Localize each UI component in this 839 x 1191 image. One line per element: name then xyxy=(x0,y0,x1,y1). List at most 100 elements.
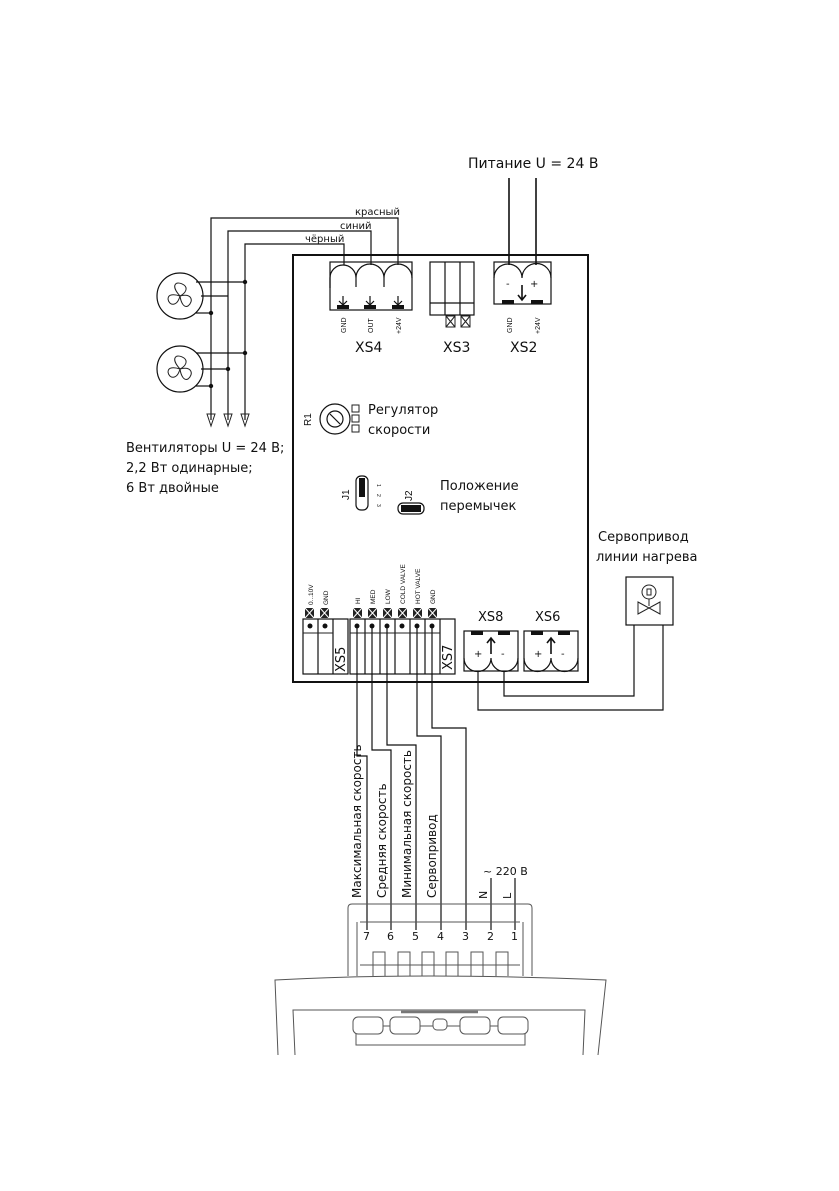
r1-label: R1 xyxy=(303,413,314,426)
xs7-pin-low: LOW xyxy=(385,588,392,604)
xs5-label: XS5 xyxy=(334,647,349,672)
connector-xs8: XS8 + - xyxy=(463,610,519,673)
terminal-numbers: 7 6 5 4 3 2 1 xyxy=(363,930,518,943)
terminal-4: 4 xyxy=(437,930,444,943)
xs2-pin-24v: +24V xyxy=(535,317,542,334)
thermostat-terminal-housing xyxy=(347,903,533,976)
xs4-pin-gnd: GND xyxy=(341,317,348,333)
xs5-pin-0-10v: 0...10V xyxy=(308,584,315,605)
thermostat-button-1[interactable] xyxy=(352,1016,384,1035)
arrow-red xyxy=(206,413,216,428)
xs6-sign-minus: - xyxy=(561,649,565,660)
xs8-sign-minus: - xyxy=(501,649,505,660)
arrow-blue xyxy=(223,413,233,428)
thermostat-button-center[interactable] xyxy=(432,1018,448,1031)
terminal-5: 5 xyxy=(412,930,419,943)
connector-xs2: - + GND +24V XS2 xyxy=(493,261,552,356)
xs4-label: XS4 xyxy=(355,340,382,356)
xs2-arrow-icon xyxy=(517,285,527,302)
fan-2-blades-icon xyxy=(167,355,192,380)
xs8-arrow-icon xyxy=(486,636,496,654)
xs7-label: XS7 xyxy=(441,645,456,670)
xs7-pin-gnd: GND xyxy=(430,589,437,604)
wire-black-label: чёрный xyxy=(305,234,344,245)
controller-board xyxy=(292,254,589,683)
label-mid-speed: Средняя скорость xyxy=(375,783,389,898)
thermostat: 7 6 5 4 3 2 1 xyxy=(274,903,607,1056)
xs8-label: XS8 xyxy=(478,610,503,625)
thermostat-button-4[interactable] xyxy=(497,1016,529,1035)
valve-actuator-icon xyxy=(637,584,661,615)
wire-blue-label: синий xyxy=(340,221,372,232)
regulator-label-line2: скорости xyxy=(368,423,430,438)
xs2-sign-minus: - xyxy=(506,279,510,290)
xs4-pin-24v: +24V xyxy=(396,317,403,334)
potentiometer-icon xyxy=(319,403,351,435)
speed-regulator: R1 Регулятор скорости xyxy=(303,403,438,438)
mains-pin-n: N xyxy=(477,891,490,899)
connector-xs4: GND OUT +24V XS4 xyxy=(329,261,413,356)
xs7-pin-cold-valve: COLD VALVE xyxy=(400,563,407,604)
jumpers-label-line2: перемычек xyxy=(440,499,516,514)
terminal-6: 6 xyxy=(387,930,394,943)
fans-label-line3: 6 Вт двойные xyxy=(126,481,219,496)
xs7-pin-med: MED xyxy=(370,589,377,604)
fan-1-blades-icon xyxy=(167,282,192,307)
j2-jumper-icon xyxy=(397,502,425,515)
xs2-sign-plus: + xyxy=(530,279,538,290)
terminal-clamps xyxy=(360,951,520,976)
xs6-sign-plus: + xyxy=(534,649,542,660)
j1-jumper-icon xyxy=(355,475,369,511)
fans-label-line2: 2,2 Вт одинарные; xyxy=(126,461,253,476)
wire-low xyxy=(386,626,417,930)
wire-hi xyxy=(356,626,368,930)
wire-black xyxy=(244,243,345,420)
jumpers-label-line1: Положение xyxy=(440,479,519,494)
label-max-speed: Максимальная скорость xyxy=(350,744,364,898)
xs4-pin-arrows xyxy=(337,296,404,309)
thermostat-buttons xyxy=(352,1016,529,1046)
connector-xs7: HI MED LOW COLD VALVE HOT VALVE GND XS7 xyxy=(349,563,456,675)
jumpers: J1 1 2 3 J2 Положение перемычек xyxy=(341,475,519,515)
xs4-pin-out: OUT xyxy=(368,318,375,334)
thermostat-button-3[interactable] xyxy=(459,1016,491,1035)
arrow-black xyxy=(240,413,250,428)
connector-xs6: XS6 + - xyxy=(523,610,579,673)
j1-label: J1 xyxy=(341,489,352,500)
wire-red xyxy=(210,217,399,420)
connector-xs3: XS3 xyxy=(429,261,475,356)
j2-label: J2 xyxy=(404,490,415,501)
fan-1 xyxy=(156,272,248,320)
wire-gnd xyxy=(431,626,467,930)
connector-xs5: 0...10V GND XS5 xyxy=(302,584,349,675)
regulator-label-line1: Регулятор xyxy=(368,403,438,418)
j1-pin-3: 3 xyxy=(375,504,381,507)
mains-pin-l: L xyxy=(501,892,514,899)
xs7-pin-hi: HI xyxy=(355,597,362,604)
label-min-speed: Минимальная скорость xyxy=(400,750,414,898)
thermostat-wires xyxy=(356,626,516,930)
terminal-7: 7 xyxy=(363,930,370,943)
servo-actuator: Сервопривод линии нагрева xyxy=(477,530,697,711)
wire-blue xyxy=(227,230,372,420)
thermostat-front-body xyxy=(274,975,607,1056)
wire-red-label: красный xyxy=(355,207,400,218)
fans-label-line1: Вентиляторы U = 24 В; xyxy=(126,441,284,456)
xs7-pin-hot-valve: HOT VALVE xyxy=(415,568,422,604)
xs8-sign-plus: + xyxy=(474,649,482,660)
fan-2 xyxy=(156,345,248,393)
j1-pin-2: 2 xyxy=(375,494,381,497)
servo-wire-plus xyxy=(477,625,664,711)
mains-label: ~ 220 В xyxy=(483,865,528,878)
servo-label-line1: Сервопривод xyxy=(598,530,689,545)
label-servo: Сервопривод xyxy=(425,814,439,898)
xs5-pin-gnd: GND xyxy=(323,590,330,605)
servo-box xyxy=(625,576,674,626)
fan-wires: красный синий чёрный xyxy=(206,207,400,428)
wire-hot-valve xyxy=(416,626,442,930)
xs2-pin-gnd: GND xyxy=(507,317,514,333)
wire-med xyxy=(371,626,392,930)
thermostat-button-2[interactable] xyxy=(389,1016,421,1035)
xs3-label: XS3 xyxy=(443,340,470,356)
